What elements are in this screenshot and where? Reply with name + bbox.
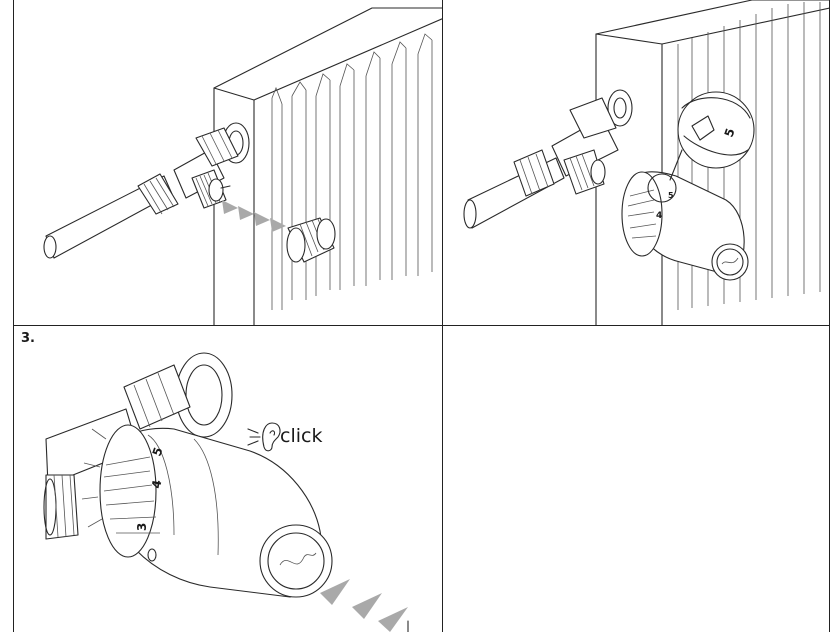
svg-text:4: 4 [656,211,662,221]
push-arrow-icon [320,579,409,632]
magnifier-callout: 5 [669,91,755,181]
click-callout: click [280,425,323,447]
instruction-panel-3: 3. 5 4 3 [13,325,443,632]
radiator-connector-drawing [123,352,233,438]
thermostat-head-drawing: 5 4 3 [99,424,333,598]
ear-icon [247,422,281,452]
push-arrow-icon [222,200,286,232]
thermostat-head-drawing: 4 5 [621,171,749,281]
instruction-panel-1 [13,0,443,326]
dial-mark-4: 4 [149,479,164,490]
panel-2-illustration: 4 5 5 [463,0,829,325]
dial-mark-5: 5 [668,191,674,200]
instruction-panel-2: 4 5 5 [442,0,830,326]
instruction-panel-4 [442,325,830,632]
pipe-drawing [43,408,139,540]
step-number: 3. [21,331,35,346]
valve-stem-drawing [191,169,231,209]
rotation-lines [81,428,107,528]
panel-1-illustration [43,7,442,325]
pipe-drawing [43,127,239,259]
radiator-drawing [213,7,442,325]
panel-3-illustration: 5 4 3 [43,352,409,632]
valve-stem-drawing [563,149,606,195]
protective-cap-drawing [286,217,336,263]
dial-mark-3: 3 [135,523,149,531]
